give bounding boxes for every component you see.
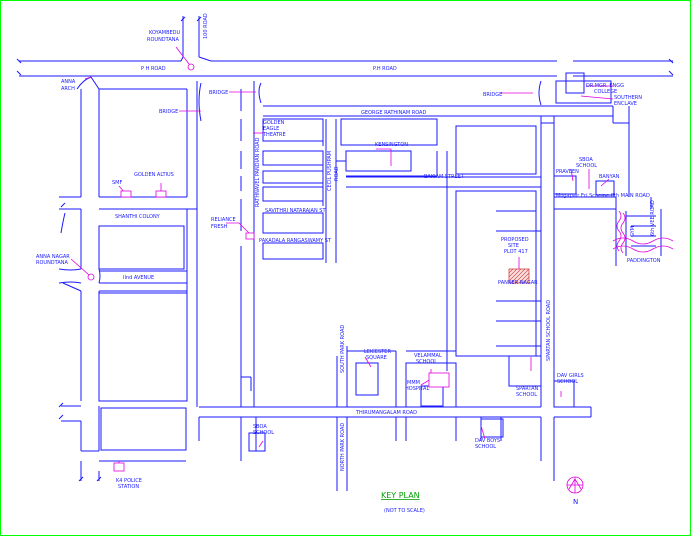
label-school-bottom: SCHOOL bbox=[253, 430, 274, 436]
key-plan-title: KEY PLAN bbox=[381, 491, 420, 500]
label-mmm: MMM bbox=[407, 380, 420, 386]
label-mogapair-road: Mogapair Eri Scheme 8th MAIN ROAD bbox=[556, 193, 650, 199]
label-north-park-road: NORTH PARK ROAD bbox=[340, 423, 346, 471]
label-k4-police: K4 POLICE bbox=[116, 478, 142, 484]
label-dav-boys-school: SCHOOL bbox=[475, 444, 496, 450]
label-savithri-natarajan-st: SAVITHRI NATARAJAN ST bbox=[265, 208, 326, 214]
label-golden: GOLDEN bbox=[263, 120, 285, 126]
label-spartan-school-road: SPARTAN SCHOOL ROAD bbox=[546, 300, 552, 361]
label-dav-girls-school: SCHOOL bbox=[557, 379, 578, 385]
north-arrow-icon bbox=[566, 476, 584, 494]
label-rathnavel-pandian-road: RATHNAVEL PANDIAN ROAD bbox=[255, 137, 261, 207]
label-panner-nagar: PANNER NAGAR bbox=[498, 280, 538, 286]
label-station: STATION bbox=[118, 484, 139, 490]
label-fresh: FRESH bbox=[211, 224, 228, 230]
label-hospital: HOSPITAL bbox=[405, 386, 429, 392]
label-eagle: EAGLE bbox=[263, 126, 279, 132]
anna-nagar-roundtana-marker bbox=[87, 273, 95, 281]
label-6th-vee-road: 6th VEE ROAD bbox=[650, 200, 656, 236]
label-school-top: SCHOOL bbox=[576, 163, 597, 169]
label-thirumangalam-road: THIRUMANGALAM ROAD bbox=[355, 410, 417, 416]
road-network bbox=[16, 16, 674, 491]
label-arch: ARCH bbox=[61, 86, 75, 92]
label-anna-nagar-roundtana: ROUNDTANA bbox=[36, 260, 68, 266]
label-shanthi-colony: SHANTHI COLONY bbox=[115, 214, 161, 220]
label-golden-altius: GOLDEN ALTIUS bbox=[134, 172, 174, 178]
label-bridge-2: BRIDGE bbox=[209, 90, 228, 96]
label-anna-nagar: ANNA NAGAR bbox=[36, 254, 70, 260]
label-iind-avenue: IInd AVENUE bbox=[123, 275, 154, 281]
label-bridge-1: BRIDGE bbox=[159, 109, 178, 115]
label-plot-417: PLOT 417 bbox=[504, 249, 528, 255]
label-paddington: PADDINGTON bbox=[627, 258, 661, 264]
label-spartan: SPARTAN bbox=[516, 386, 538, 392]
label-dr-mgr: DR.MGR. ENGG bbox=[586, 83, 624, 89]
label-reliance: RELIANCE bbox=[211, 217, 236, 223]
label-dav-girls: DAV GIRLS bbox=[557, 373, 584, 379]
label-velammal: VELAMMAL bbox=[414, 353, 442, 359]
label-college: COLLEGE bbox=[594, 89, 617, 95]
label-southern: SOUTHERN bbox=[614, 95, 642, 101]
label-velammal-school: SCHOOL bbox=[416, 359, 437, 365]
not-to-scale-label: (NOT TO SCALE) bbox=[384, 508, 425, 514]
label-smf: SMF bbox=[112, 180, 122, 186]
label-ph-road-left: P H ROAD bbox=[141, 66, 166, 72]
map-labels: KOYAMBEDU ROUNDTANA 100 ROAD P H ROAD P.… bbox=[36, 13, 661, 490]
label-roundtana: ROUNDTANA bbox=[147, 37, 179, 43]
label-spartan-school: SCHOOL bbox=[516, 392, 537, 398]
label-sboa-bottom: SBOA bbox=[253, 424, 267, 430]
label-george-rathinam-road: GEORGE RATHINAM ROAD bbox=[361, 110, 426, 116]
label-leicester: LEICESTER bbox=[364, 349, 391, 355]
label-anna: ANNA bbox=[61, 79, 76, 85]
label-proposed: PROPOSED bbox=[501, 237, 529, 243]
label-cecil-road: ROAD bbox=[334, 166, 340, 181]
label-koyambedu: KOYAMBEDU bbox=[149, 30, 181, 36]
markers bbox=[70, 46, 614, 472]
label-cecil-pushpam: CECIL PUSHPAM bbox=[327, 151, 333, 191]
label-banyan: BANYAN bbox=[599, 174, 620, 180]
ph-road bbox=[19, 60, 673, 77]
label-kensington: KENSINGTON bbox=[375, 142, 408, 148]
label-square: SQUARE bbox=[366, 355, 387, 361]
100-road bbox=[180, 16, 202, 57]
label-theatre: THEATRE bbox=[262, 132, 286, 138]
north-label: N bbox=[573, 498, 578, 506]
label-praveen: PRAVEEN bbox=[556, 169, 579, 175]
label-gym: GYM bbox=[630, 226, 636, 237]
label-bakiam-street: BAKIAM STREET bbox=[424, 174, 465, 180]
label-pakadala-rangaswamy-st: PAKADALA RANGASWAMY ST bbox=[259, 238, 332, 244]
label-dav-boys: DAV BOYS bbox=[475, 438, 500, 444]
label-ph-road-right: P.H ROAD bbox=[373, 66, 397, 72]
label-enclave: ENCLAVE bbox=[614, 101, 637, 107]
label-site: SITE bbox=[508, 243, 519, 249]
koyambedu-roundtana-marker bbox=[187, 63, 195, 71]
label-100-road: 100 ROAD bbox=[203, 13, 209, 39]
label-south-park-road: SOUTH PARK ROAD bbox=[340, 325, 346, 373]
label-sboa-top: SBOA bbox=[579, 157, 593, 163]
label-bridge-3: BRIDGE bbox=[483, 92, 502, 98]
